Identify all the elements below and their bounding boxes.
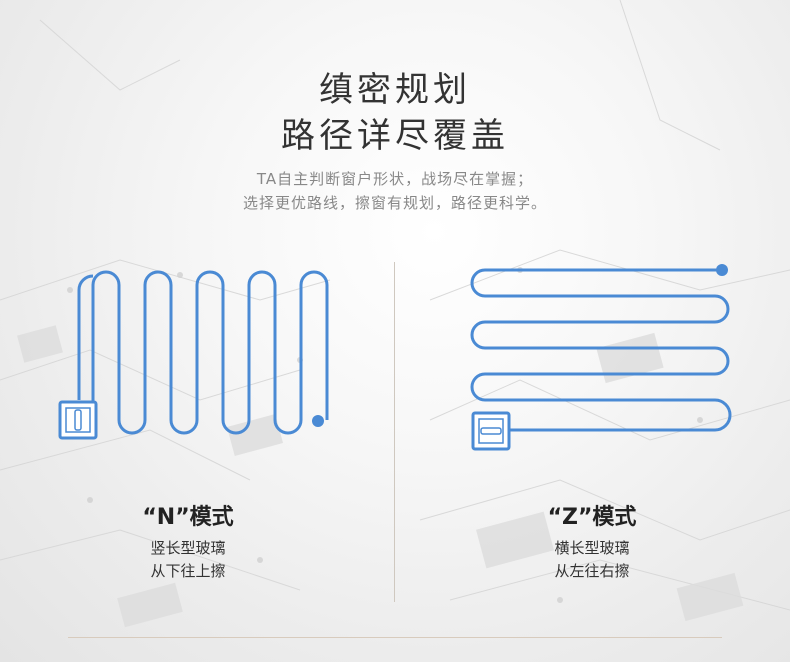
column-divider [394,262,395,602]
n-mode-end-dot [312,415,324,427]
n-mode-path [91,270,329,435]
z-mode-path [470,268,732,432]
window-robot-icon [58,400,98,440]
page-title-line1: 缜密规划 [319,70,471,110]
page-title-line2: 路径详尽覆盖 [281,116,509,156]
bottom-divider [68,637,722,638]
z-mode-desc-line2: 从左往右擦 [554,562,630,580]
n-mode-desc-line2: 从下往上擦 [150,562,226,580]
z-mode-end-dot [716,264,728,276]
n-mode-title: “N”模式 [142,505,234,530]
z-mode-desc-line1: 横长型玻璃 [554,539,630,557]
window-robot-icon [471,411,511,451]
z-mode-title: “Z”模式 [547,505,637,530]
n-mode-desc-line1: 竖长型玻璃 [150,539,226,557]
subtitle-line1: TA自主判断窗户形状，战场尽在掌握； [256,170,534,188]
subtitle-line2: 选择更优路线，擦窗有规划，路径更科学。 [242,194,547,212]
